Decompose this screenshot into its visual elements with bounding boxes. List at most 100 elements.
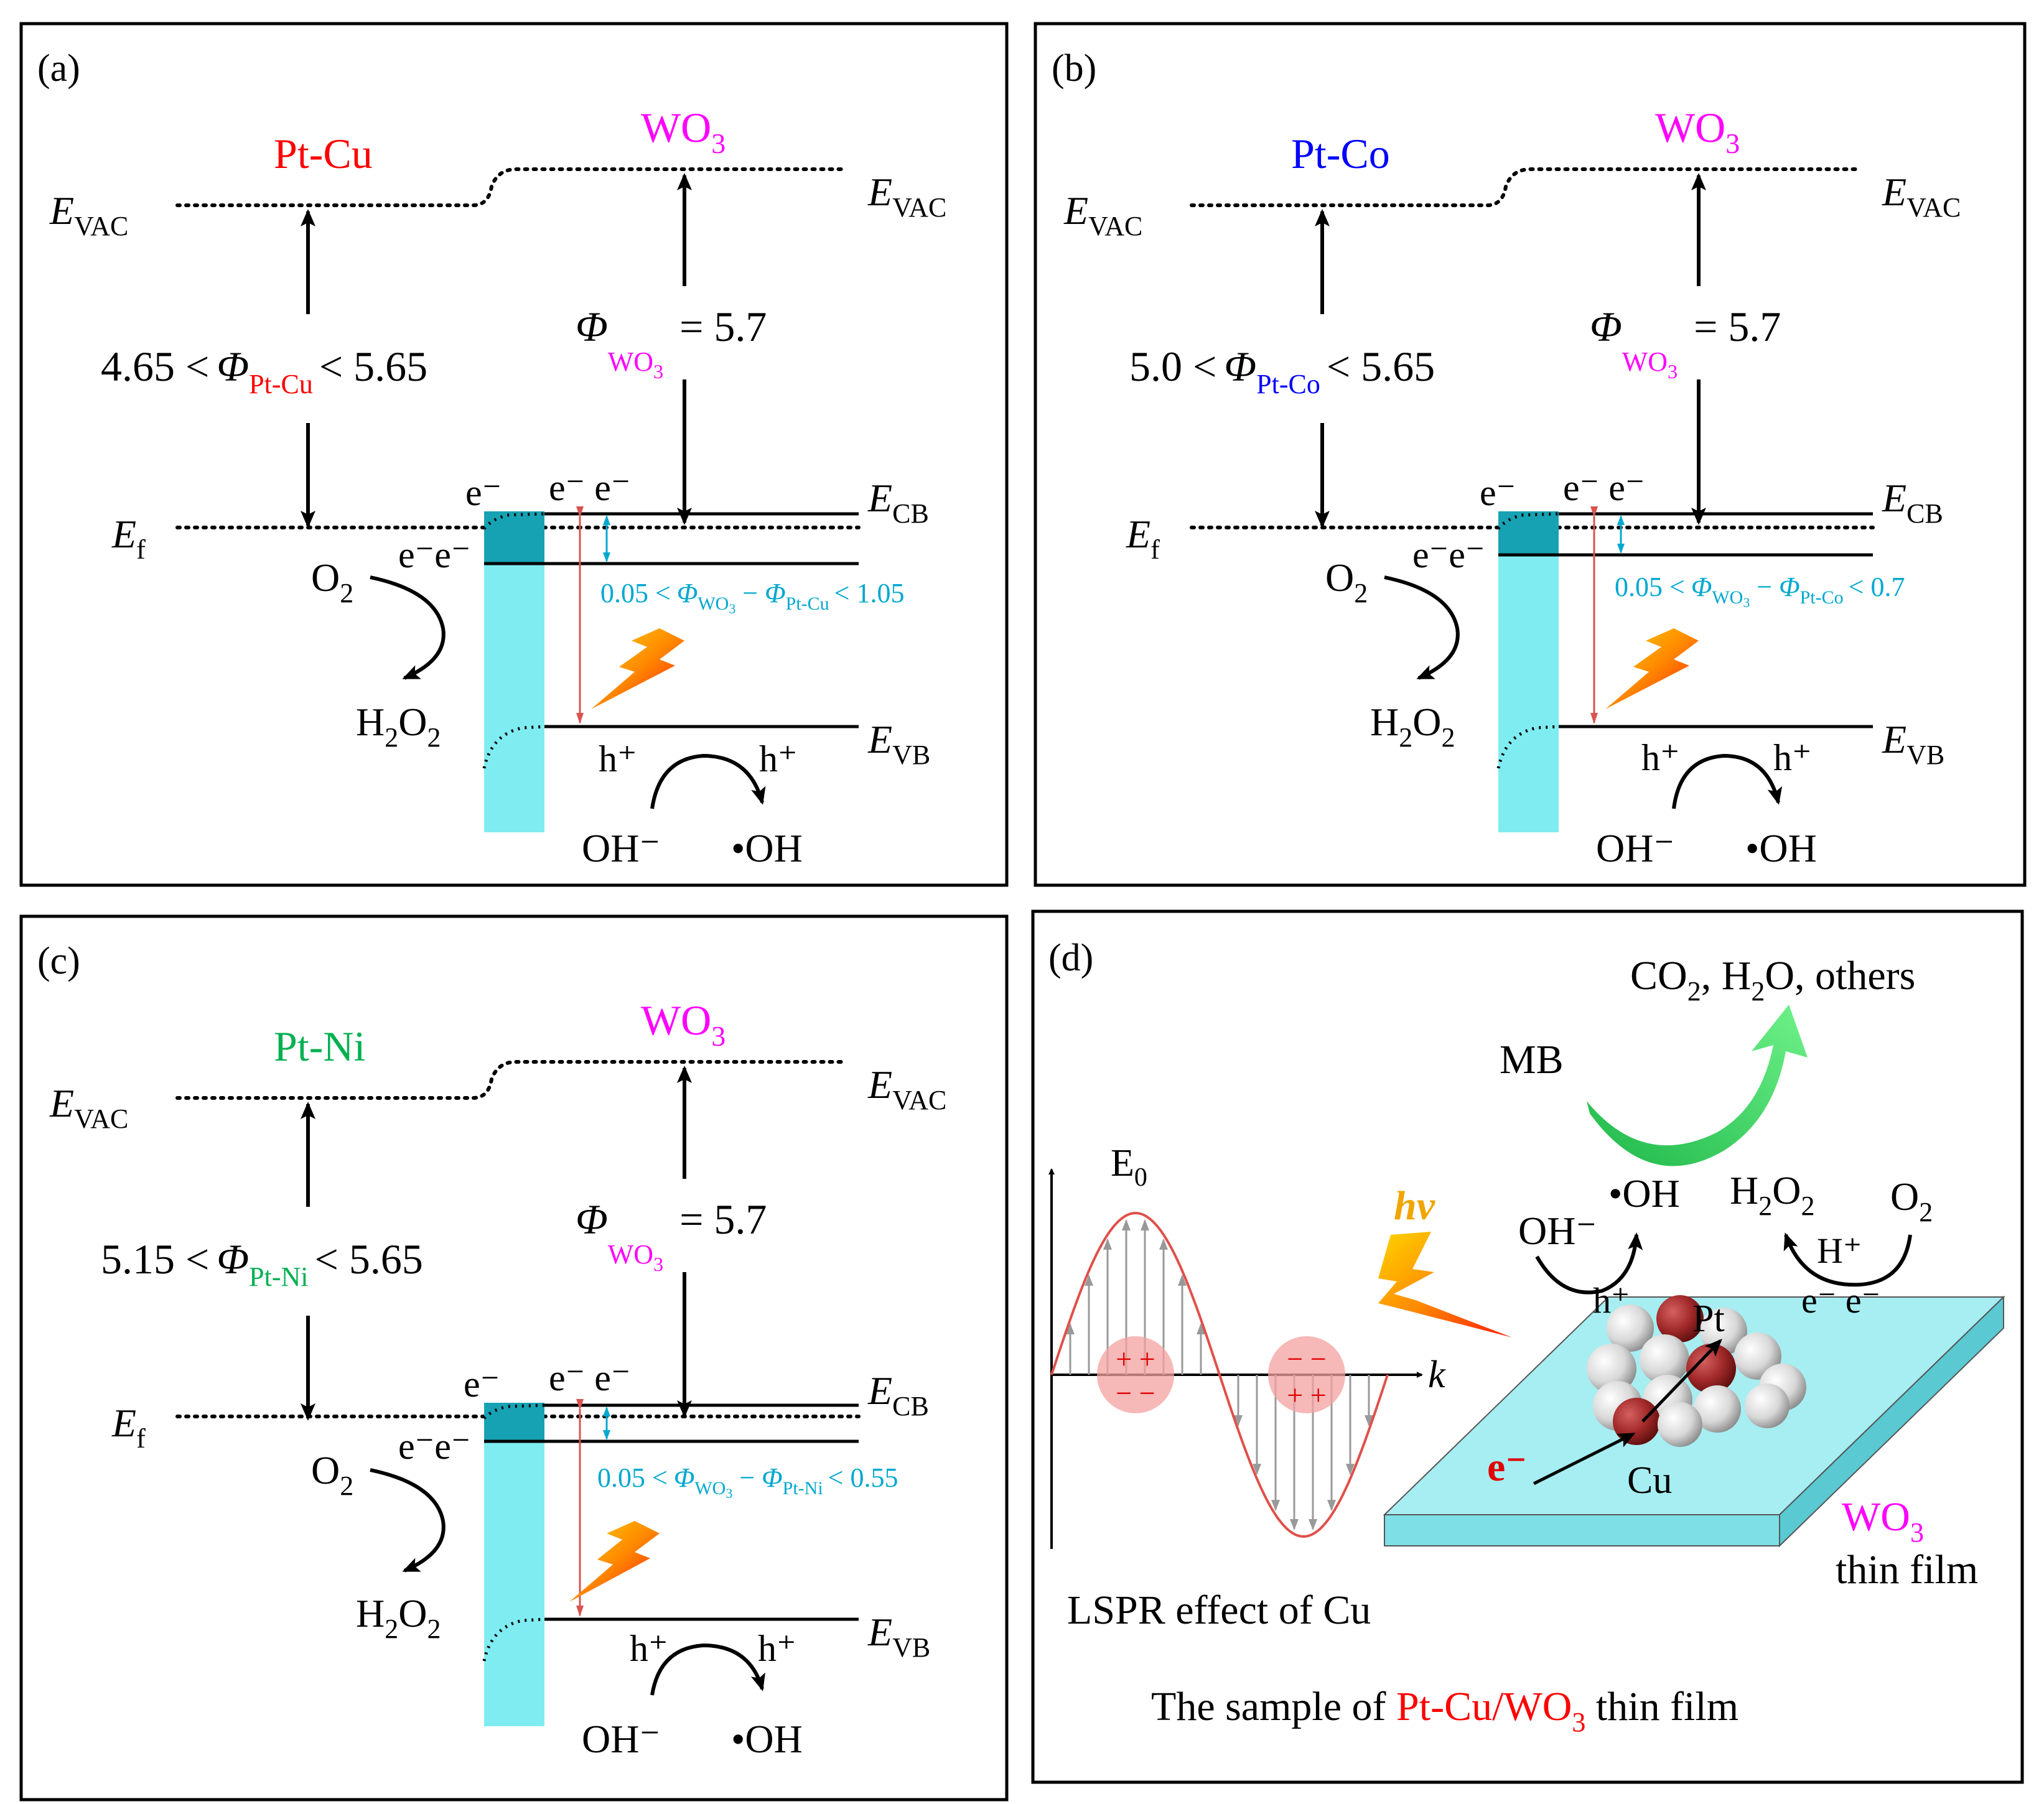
ef-label: Ef <box>111 1401 146 1454</box>
wo3-wf-text: ΦWO3= 5.7 <box>1590 303 1781 383</box>
wo3-label: WO3 <box>641 997 726 1052</box>
electron-label-top2: e⁻ e⁻ <box>1563 467 1645 508</box>
e-pair-label: e⁻ e⁻ <box>1801 1280 1880 1321</box>
h2o2-d-label: H2O2 <box>1730 1168 1814 1221</box>
band-offset-text: 0.05 <ΦWO3 − ΦPt-Ni< 0.55 <box>597 1462 898 1501</box>
hole-label-right: h⁺ <box>1773 737 1812 778</box>
oh-oxidation-arrow <box>650 1643 765 1696</box>
panel-b: (b) EVAC EVAC Pt-Co WO3 5.0 <ΦPt-Co< 5.6… <box>1034 22 2027 887</box>
panel-c: (c) EVAC EVAC Pt-Ni WO3 5.15 <ΦPt-Ni< 5.… <box>19 914 1009 1802</box>
o2-label: O2 <box>1325 556 1368 608</box>
charge-cloud-2-top: − − <box>1287 1343 1326 1375</box>
hv-label: hν <box>1394 1183 1435 1229</box>
electron-label-top1: e⁻ <box>464 1364 500 1405</box>
o2-label: O2 <box>311 1448 353 1501</box>
electron-label-mid: e⁻e⁻ <box>398 534 471 575</box>
ecb-label: ECB <box>867 1369 929 1421</box>
e-to-cu-arrow <box>1533 1432 1636 1486</box>
evb-label: EVB <box>867 1610 930 1663</box>
space-charge-region <box>484 1403 544 1726</box>
panel-d-caption: The sample of Pt-Cu/WO3 thin film <box>1151 1684 1738 1737</box>
degradation-arrow <box>1587 1005 1808 1166</box>
evac-left-label: EVAC <box>49 1081 128 1134</box>
lspr-label: LSPR effect of Cu <box>1067 1588 1371 1633</box>
band-bend-vb <box>482 725 545 769</box>
film-wo3-label: WO3 <box>1842 1494 1924 1548</box>
light-bolt-icon <box>569 1521 660 1602</box>
ef-label: Ef <box>111 512 146 565</box>
band-offset-text: 0.05 <ΦWO3 − ΦPt-Cu< 1.05 <box>600 578 905 616</box>
hole-label-left: h⁺ <box>599 738 637 779</box>
oh-minus-label: OH⁻ <box>1596 826 1674 870</box>
mb-label: MB <box>1500 1037 1564 1082</box>
metal-label: Pt-Ni <box>274 1023 365 1070</box>
ecb-label: ECB <box>867 476 929 529</box>
hole-label-left: h⁺ <box>630 1628 668 1669</box>
h2o2-label: H2O2 <box>356 1591 441 1644</box>
space-charge-dark <box>1498 511 1559 556</box>
oh-minus-label: OH⁻ <box>582 826 660 870</box>
film-side-face <box>1779 1295 2004 1548</box>
hv-bolt-icon <box>1378 1232 1512 1337</box>
cu-label: Cu <box>1627 1459 1672 1502</box>
panel-a: (a) EVAC EVAC Pt-Cu WO3 4.65 <ΦPt-Cu< 5.… <box>19 22 1009 887</box>
pt-label: Pt <box>1692 1298 1725 1340</box>
h2o2-label: H2O2 <box>1370 700 1455 753</box>
o2-reduction-arrow <box>370 575 446 680</box>
space-charge-region <box>1498 511 1559 832</box>
charge-cloud-2 <box>1268 1336 1345 1413</box>
band-bend-vb <box>1496 725 1559 769</box>
pt-cu-nanoparticle <box>1587 1295 1806 1447</box>
em-wave-curve <box>1050 1211 1389 1538</box>
o2-d-arrow <box>1783 1232 1912 1287</box>
evac-left-label: EVAC <box>1063 188 1142 241</box>
wo3-wf-text: ΦWO3= 5.7 <box>576 303 767 383</box>
film-text-label: thin film <box>1836 1547 1978 1592</box>
electron-label-top1: e⁻ <box>1480 472 1516 513</box>
electron-label-top2: e⁻ e⁻ <box>549 1357 631 1398</box>
light-bolt-icon <box>1605 628 1699 709</box>
film-front-face <box>1384 1514 1780 1546</box>
oh-minus-label: OH⁻ <box>582 1717 660 1761</box>
hole-label-right: h⁺ <box>758 1628 796 1669</box>
vacuum-level-line <box>175 167 848 207</box>
space-charge-dark <box>484 1403 544 1441</box>
cu-to-pt-arrow <box>1641 1339 1722 1423</box>
oh-radical-label: •OH <box>731 826 803 870</box>
charge-cloud-1-bottom: − − <box>1116 1377 1155 1409</box>
evac-right-label: EVAC <box>867 1062 946 1115</box>
o2-label: O2 <box>311 556 353 608</box>
electron-label-top2: e⁻ e⁻ <box>549 467 631 508</box>
oh-radical-label: •OH <box>1745 826 1817 870</box>
metal-label: Pt-Co <box>1291 130 1390 177</box>
space-charge-dark <box>484 511 544 565</box>
oh-radical-d-label: •OH <box>1608 1171 1680 1216</box>
band-bend-cb <box>483 512 545 530</box>
evac-right-label: EVAC <box>867 170 946 223</box>
metal-wf-text: 4.65 <ΦPt-Cu< 5.65 <box>101 343 427 399</box>
panel-c-label: (c) <box>37 940 80 982</box>
wo3-label: WO3 <box>641 104 726 159</box>
band-bend-vb <box>482 1617 545 1662</box>
panel-a-label: (a) <box>37 47 80 90</box>
charge-cloud-1-top: + + <box>1116 1343 1155 1375</box>
oh-minus-d-label: OH⁻ <box>1518 1209 1597 1253</box>
band-bend-cb <box>1497 512 1559 530</box>
band-offset-text: 0.05 <ΦWO3 − ΦPt-Co< 0.7 <box>1615 572 1905 610</box>
panel-b-label: (b) <box>1052 47 1096 90</box>
oh-oxidation-arrow <box>1672 753 1783 809</box>
light-bolt-icon <box>591 628 684 709</box>
panel-d-label: (d) <box>1048 937 1093 979</box>
vacuum-level-line <box>1190 167 1862 207</box>
h2o2-label: H2O2 <box>356 700 441 753</box>
oh-oxidation-arrow <box>650 753 766 809</box>
hole-label-left: h⁺ <box>1641 737 1680 778</box>
k-label: k <box>1428 1354 1446 1396</box>
electron-injection-label: e⁻ <box>1487 1444 1527 1490</box>
ef-label: Ef <box>1126 512 1160 565</box>
panel-a-frame <box>19 22 1009 887</box>
electron-label-mid: e⁻e⁻ <box>398 1426 471 1467</box>
charge-cloud-2-bottom: + + <box>1287 1379 1326 1411</box>
panel-d: (d) CO2, H2O, others MB E0 k + + − − − −… <box>1031 909 2024 1784</box>
panel-c-frame <box>19 914 1009 1802</box>
